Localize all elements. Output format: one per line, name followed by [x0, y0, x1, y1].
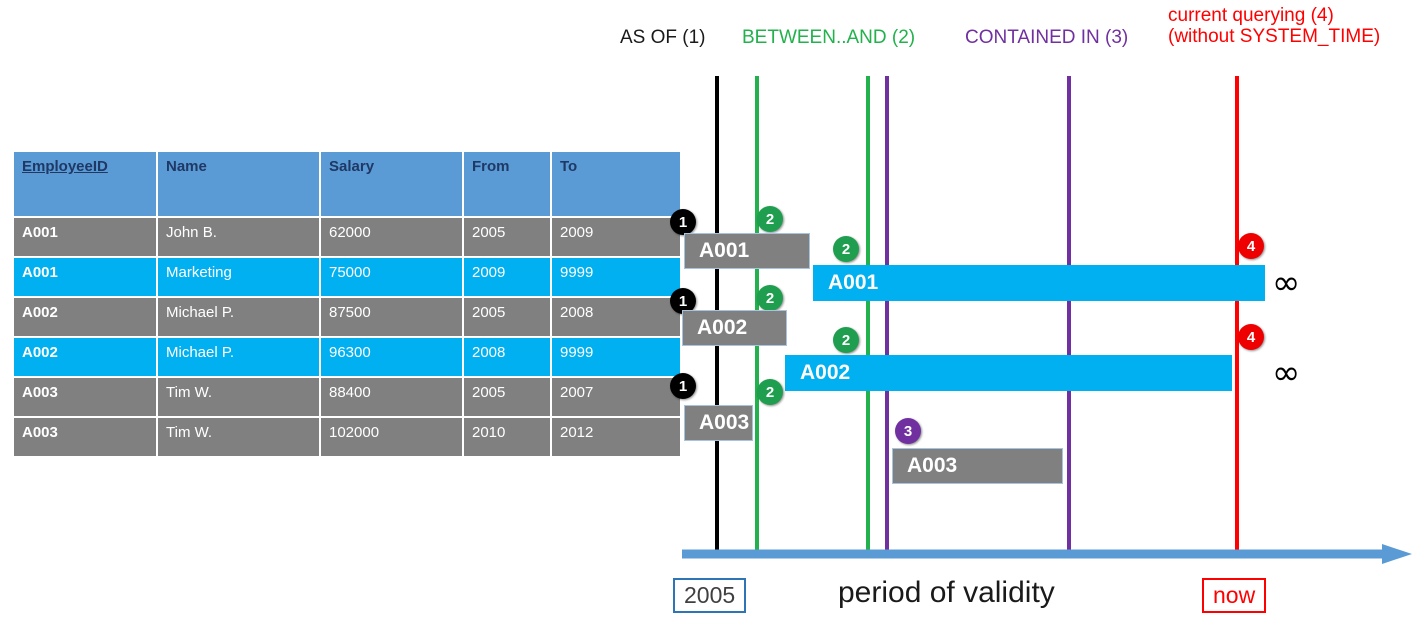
legend-current-line1: current querying (4)	[1168, 5, 1334, 26]
cell-name: Tim W.	[158, 418, 319, 456]
cell-employeeid: A003	[14, 418, 156, 456]
cell-from: 2005	[464, 378, 550, 416]
table-row[interactable]: A001 John B. 62000 2005 2009	[14, 218, 680, 256]
cell-name: Marketing	[158, 258, 319, 296]
table-row[interactable]: A002 Michael P. 96300 2008 9999	[14, 338, 680, 376]
badge-marker-4[interactable]: 4	[1238, 233, 1264, 259]
badge-marker-3[interactable]: 3	[895, 418, 921, 444]
axis-title: period of validity	[838, 576, 1055, 609]
column-header-name[interactable]: Name	[158, 152, 319, 216]
table-row[interactable]: A001 Marketing 75000 2009 9999	[14, 258, 680, 296]
cell-employeeid: A001	[14, 218, 156, 256]
cell-employeeid: A001	[14, 258, 156, 296]
column-header-label: EmployeeID	[22, 158, 108, 175]
employee-history-table: EmployeeID Name Salary From To A001 John…	[12, 150, 682, 458]
timeline-axis-arrow	[682, 544, 1412, 564]
query-line-contained-start	[885, 76, 889, 558]
cell-from: 2009	[464, 258, 550, 296]
column-header-salary[interactable]: Salary	[321, 152, 462, 216]
column-header-label: Salary	[329, 158, 375, 175]
legend-as-of: AS OF (1)	[620, 27, 706, 48]
cell-employeeid: A002	[14, 298, 156, 336]
legend-current-querying: current querying (4) (without SYSTEM_TIM…	[1168, 5, 1381, 47]
table-body: A001 John B. 62000 2005 2009 A001 Market…	[14, 218, 680, 456]
column-header-employeeid[interactable]: EmployeeID	[14, 152, 156, 216]
cell-name: Michael P.	[158, 338, 319, 376]
table-row[interactable]: A003 Tim W. 102000 2010 2012	[14, 418, 680, 456]
column-header-label: From	[472, 158, 510, 175]
legend-current-line2: (without SYSTEM_TIME)	[1168, 25, 1381, 47]
infinity-icon: ∞	[1272, 353, 1301, 393]
cell-from: 2005	[464, 218, 550, 256]
timeline-bar-a003-first[interactable]: A003	[684, 405, 753, 441]
cell-employeeid: A003	[14, 378, 156, 416]
cell-salary: 75000	[321, 258, 462, 296]
column-header-from[interactable]: From	[464, 152, 550, 216]
cell-to: 2012	[552, 418, 680, 456]
table-row[interactable]: A002 Michael P. 87500 2005 2008	[14, 298, 680, 336]
cell-salary: 62000	[321, 218, 462, 256]
badge-marker-2[interactable]: 2	[833, 327, 859, 353]
table-header: EmployeeID Name Salary From To	[14, 152, 680, 216]
cell-to: 9999	[552, 338, 680, 376]
table-header-row: EmployeeID Name Salary From To	[14, 152, 680, 216]
cell-name: Michael P.	[158, 298, 319, 336]
cell-to: 9999	[552, 258, 680, 296]
cell-from: 2008	[464, 338, 550, 376]
cell-from: 2010	[464, 418, 550, 456]
cell-salary: 96300	[321, 338, 462, 376]
column-header-label: To	[560, 158, 578, 175]
timeline-bar-a002-historical[interactable]: A002	[682, 310, 787, 346]
timeline-bar-a003-second[interactable]: A003	[892, 448, 1063, 484]
badge-marker-1[interactable]: 1	[670, 373, 696, 399]
timeline-bar-a002-current[interactable]: A002	[785, 355, 1232, 391]
legend-between-and: BETWEEN..AND (2)	[742, 27, 916, 48]
cell-name: John B.	[158, 218, 319, 256]
badge-marker-1[interactable]: 1	[670, 209, 696, 235]
cell-salary: 87500	[321, 298, 462, 336]
cell-to: 2008	[552, 298, 680, 336]
badge-marker-2[interactable]: 2	[833, 236, 859, 262]
badge-marker-2[interactable]: 2	[757, 206, 783, 232]
cell-salary: 102000	[321, 418, 462, 456]
badge-marker-4[interactable]: 4	[1238, 324, 1264, 350]
cell-employeeid: A002	[14, 338, 156, 376]
badge-marker-2[interactable]: 2	[757, 379, 783, 405]
query-line-now	[1235, 76, 1239, 558]
cell-from: 2005	[464, 298, 550, 336]
timeline-bar-a001-current[interactable]: A001	[813, 265, 1265, 301]
axis-start-label: 2005	[673, 578, 747, 613]
cell-name: Tim W.	[158, 378, 319, 416]
legend-contained-in: CONTAINED IN (3)	[965, 27, 1129, 48]
query-line-between-end	[866, 76, 870, 558]
cell-salary: 88400	[321, 378, 462, 416]
column-header-to[interactable]: To	[552, 152, 680, 216]
query-line-contained-end	[1067, 76, 1071, 558]
cell-to: 2009	[552, 218, 680, 256]
table-row[interactable]: A003 Tim W. 88400 2005 2007	[14, 378, 680, 416]
axis-end-label: now	[1202, 578, 1267, 613]
infinity-icon: ∞	[1272, 263, 1301, 303]
badge-marker-2[interactable]: 2	[757, 285, 783, 311]
timeline-bar-a001-historical[interactable]: A001	[684, 233, 810, 269]
cell-to: 2007	[552, 378, 680, 416]
badge-marker-1[interactable]: 1	[670, 288, 696, 314]
column-header-label: Name	[166, 158, 207, 175]
